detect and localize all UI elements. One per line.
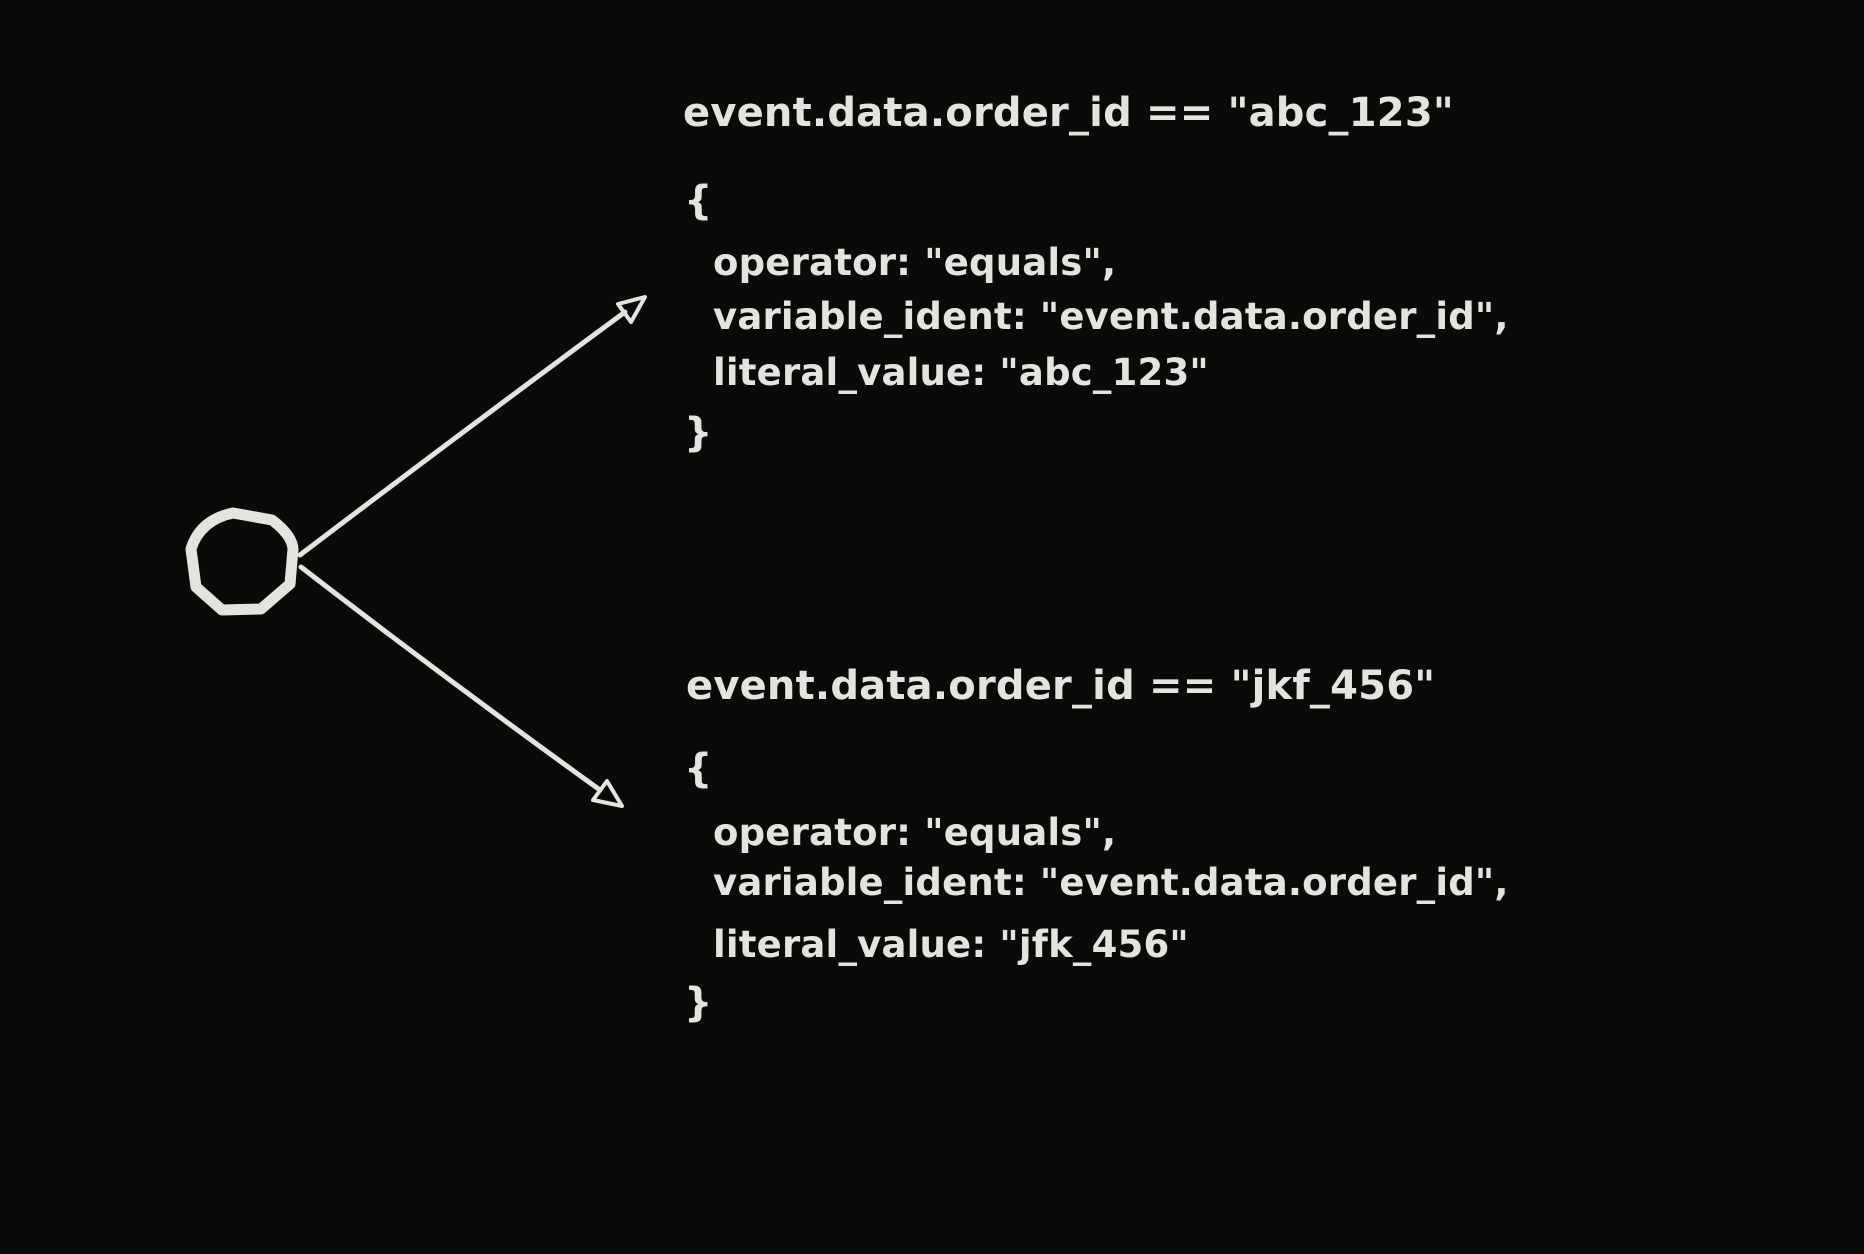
edge-arrow-bottom-shaft bbox=[298, 564, 603, 793]
branch-2-code-variable-line: variable_ident: "event.data.order_id", bbox=[713, 861, 1509, 904]
branch-2-code-operator-line: operator: "equals", bbox=[713, 811, 1117, 854]
branch-1-code-operator-line: operator: "equals", bbox=[713, 241, 1117, 284]
branch-2-code-literal-line: literal_value: "jfk_456" bbox=[713, 923, 1189, 966]
branch-1-code-variable-line: variable_ident: "event.data.order_id", bbox=[713, 295, 1509, 338]
edge-arrow-top-shaft bbox=[297, 309, 628, 558]
branch-1-code-close-brace: } bbox=[684, 410, 713, 456]
branch-2-code-open-brace: { bbox=[684, 746, 713, 792]
branch-1-code-open-brace: { bbox=[684, 178, 713, 224]
state-node-circle bbox=[185, 507, 299, 616]
edge-arrow-top-head-icon bbox=[616, 295, 647, 324]
branch-2-code-close-brace: } bbox=[684, 980, 713, 1026]
branch-2-condition-title: event.data.order_id == "jkf_456" bbox=[686, 663, 1436, 709]
branch-1-code-literal-line: literal_value: "abc_123" bbox=[713, 351, 1209, 394]
branch-1-condition-title: event.data.order_id == "abc_123" bbox=[683, 90, 1454, 136]
edge-arrow-bottom-head-icon bbox=[591, 779, 624, 808]
